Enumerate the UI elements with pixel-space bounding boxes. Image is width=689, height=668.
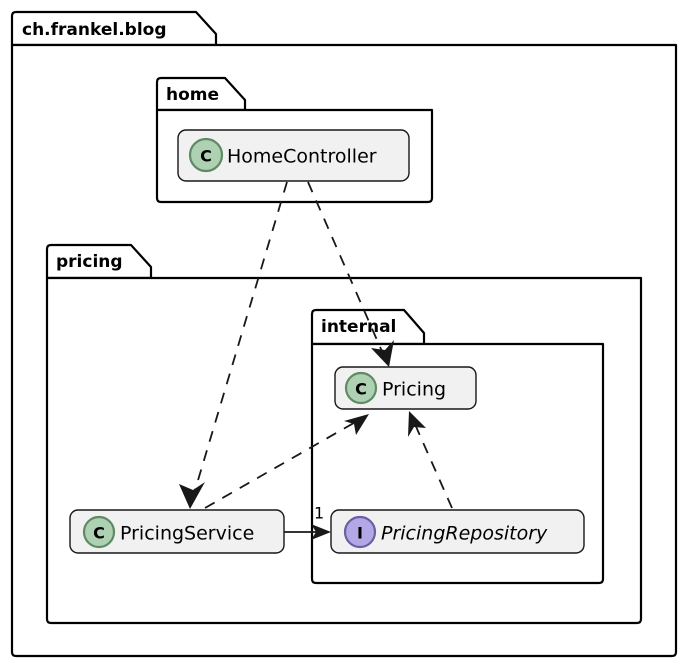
package-tab-pricing	[45, 243, 153, 280]
package-tab-home	[155, 76, 247, 112]
class-home-controller[interactable]: C HomeController	[177, 129, 410, 182]
class-label: PricingService	[120, 523, 254, 545]
class-pricing-repository[interactable]: I PricingRepository	[330, 509, 585, 554]
class-pricing[interactable]: C Pricing	[334, 366, 477, 410]
class-badge-letter: C	[355, 380, 367, 399]
package-label-pricing: pricing	[56, 252, 123, 272]
class-badge-circle	[344, 371, 378, 405]
edge-multiplicity-label: 1	[314, 504, 324, 523]
package-label-ch-frankel-blog: ch.frankel.blog	[22, 20, 167, 40]
edge-home-controller-to-pricing-service[interactable]	[179, 181, 288, 509]
class-badge-letter: C	[93, 524, 105, 543]
class-badge-letter: C	[200, 147, 212, 166]
package-tab-internal	[310, 308, 426, 346]
class-badge-letter: I	[357, 524, 363, 543]
edge-home-controller-to-pricing[interactable]	[307, 181, 394, 367]
arrowhead-icon	[408, 411, 426, 437]
class-box	[69, 509, 285, 554]
edge-line	[204, 419, 360, 509]
arrowhead-icon	[344, 414, 369, 435]
class-label: HomeController	[227, 146, 377, 168]
package-tab-ch-frankel-blog	[10, 10, 218, 47]
arrowhead-icon	[371, 340, 394, 367]
edge-pricing-repository-to-pricing[interactable]	[408, 411, 453, 509]
package-label-home: home	[166, 85, 219, 105]
class-badge-circle	[343, 515, 377, 549]
class-badge-circle	[188, 137, 224, 173]
package-label-internal: internal	[321, 317, 396, 337]
class-label: Pricing	[382, 379, 446, 401]
arrowhead-icon	[179, 482, 205, 509]
edge-pricing-service-to-pricing-repository[interactable]: 1	[284, 504, 331, 541]
class-label: PricingRepository	[381, 523, 548, 545]
edge-line	[192, 181, 288, 498]
class-box	[177, 129, 410, 182]
class-badge-circle	[82, 515, 116, 549]
edge-pricing-service-to-pricing[interactable]	[204, 414, 369, 509]
class-box	[330, 509, 585, 554]
class-pricing-service[interactable]: C PricingService	[69, 509, 285, 554]
edge-line	[413, 421, 453, 509]
arrowhead-icon	[311, 524, 331, 540]
